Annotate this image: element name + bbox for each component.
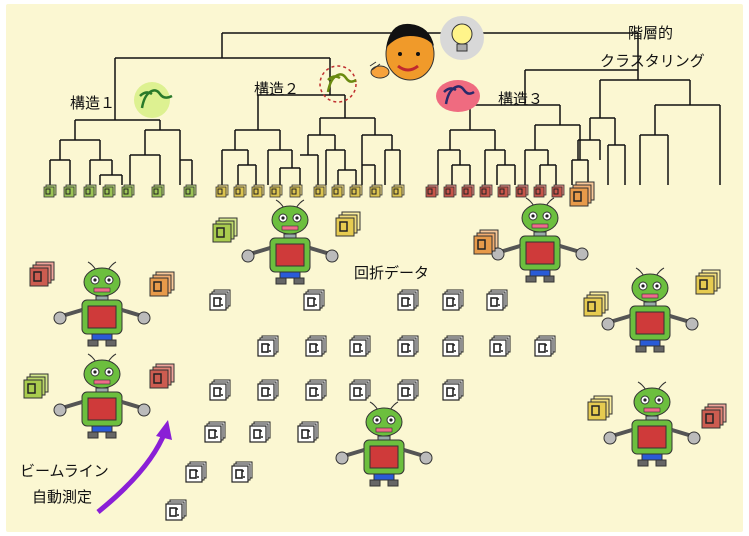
structure-1-icon	[134, 82, 173, 118]
leaves-structure-1	[43, 184, 197, 198]
robot-icon	[240, 198, 340, 286]
diffraction-data-stacks	[165, 289, 556, 521]
title-line1: 階層的	[628, 24, 674, 42]
leaves-structure-3	[425, 184, 565, 198]
structure-2-icon	[319, 65, 357, 103]
title-line2: クラスタリング	[600, 52, 705, 70]
robot-icon	[52, 352, 152, 440]
robot-icon	[52, 260, 152, 348]
robot-icon	[490, 196, 590, 284]
lightbulb-icon	[440, 16, 484, 60]
robot-icon	[602, 380, 702, 468]
robot-icon	[600, 266, 700, 354]
diffraction-data-label: 回折データ	[354, 264, 430, 282]
structure-3-label: 構造３	[498, 90, 544, 108]
hand-icon	[369, 61, 390, 79]
scientist-face-icon	[385, 23, 435, 81]
structure-3-icon	[436, 80, 480, 112]
dendrogram	[49, 32, 721, 185]
structure-1-label: 構造１	[70, 94, 116, 112]
structure-2-label: 構造２	[254, 80, 300, 98]
orange-stack-icon	[569, 181, 595, 207]
beamline-arrow	[96, 431, 168, 514]
beamline-label-line2: 自動測定	[32, 488, 93, 506]
robot-icon	[334, 400, 434, 488]
beamline-label-line1: ビームライン	[20, 462, 109, 480]
leaves-structure-2	[215, 184, 405, 198]
